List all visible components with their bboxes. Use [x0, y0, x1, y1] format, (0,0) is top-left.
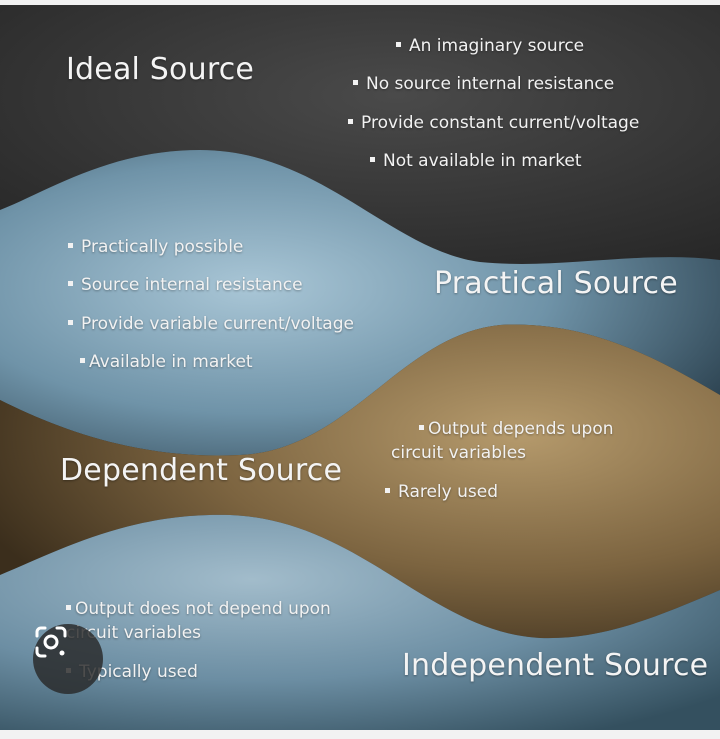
- ideal-bullet-3: Provide constant current/voltage: [348, 111, 639, 135]
- ideal-band: [0, 5, 720, 264]
- independent-bullet-1: Output does not depend upon: [66, 597, 331, 621]
- practical-bullet-3: Provide variable current/voltage: [68, 312, 354, 336]
- independent-source-heading: Independent Source: [402, 648, 709, 683]
- independent-bullet-1-cont: circuit variables: [66, 623, 202, 643]
- independent-band: [0, 514, 720, 730]
- ideal-source-heading: Ideal Source: [66, 52, 255, 87]
- practical-source-heading: Practical Source: [434, 266, 678, 301]
- dependent-bullet-1-cont: circuit variables: [391, 443, 527, 463]
- lens-icon: [35, 626, 67, 658]
- dependent-bullet-2: Rarely used: [385, 480, 498, 504]
- ideal-bullet-1: An imaginary source: [396, 34, 584, 58]
- practical-bullet-2: Source internal resistance: [68, 273, 303, 297]
- dependent-band: [0, 324, 720, 639]
- dependent-bullet-1: Output depends upon: [419, 417, 614, 441]
- practical-bullet-1: Practically possible: [68, 235, 243, 259]
- dependent-source-heading: Dependent Source: [60, 453, 343, 488]
- ideal-bullet-4: Not available in market: [370, 149, 582, 173]
- lens-search-button[interactable]: [33, 624, 103, 694]
- practical-bullet-4: Available in market: [80, 350, 253, 374]
- practical-band: [0, 150, 720, 456]
- ideal-bullet-2: No source internal resistance: [353, 72, 614, 96]
